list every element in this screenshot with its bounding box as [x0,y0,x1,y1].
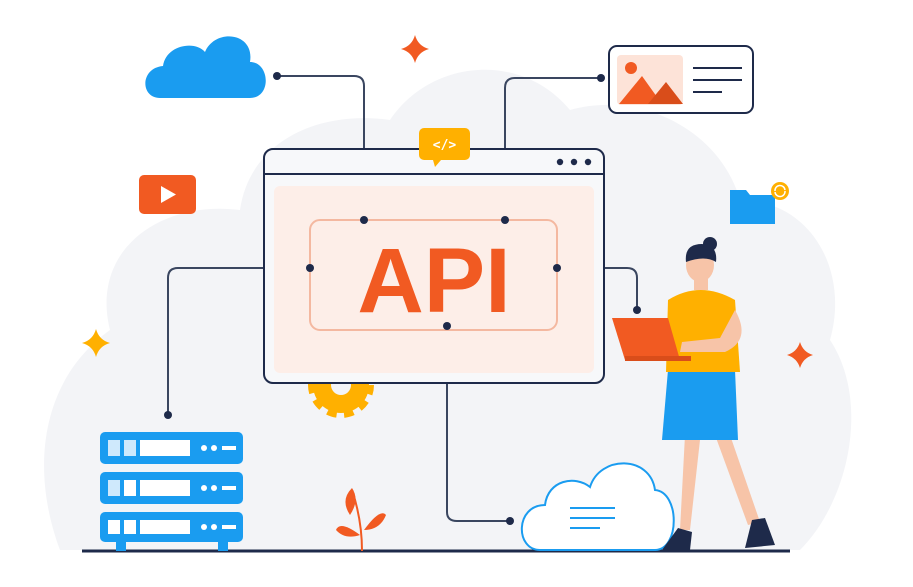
browser-window: API [263,148,605,384]
api-label: API [357,230,510,332]
server-stack-icon [100,432,243,551]
connector-lines [167,75,638,522]
plant-icon [336,488,386,552]
sparkle-icon [401,35,429,63]
sparkle-icon [82,329,110,357]
image-card-icon [608,45,754,114]
sparkle-icon [787,342,813,368]
woman-with-laptop [612,237,775,550]
play-button-icon [139,175,196,214]
folder-sync-icon [730,182,789,224]
cloud-icon [145,36,266,98]
cloud-outline-icon [520,462,675,551]
code-badge-label: </> [433,138,457,153]
code-badge: </> [419,128,470,167]
connector-dots [164,72,641,525]
